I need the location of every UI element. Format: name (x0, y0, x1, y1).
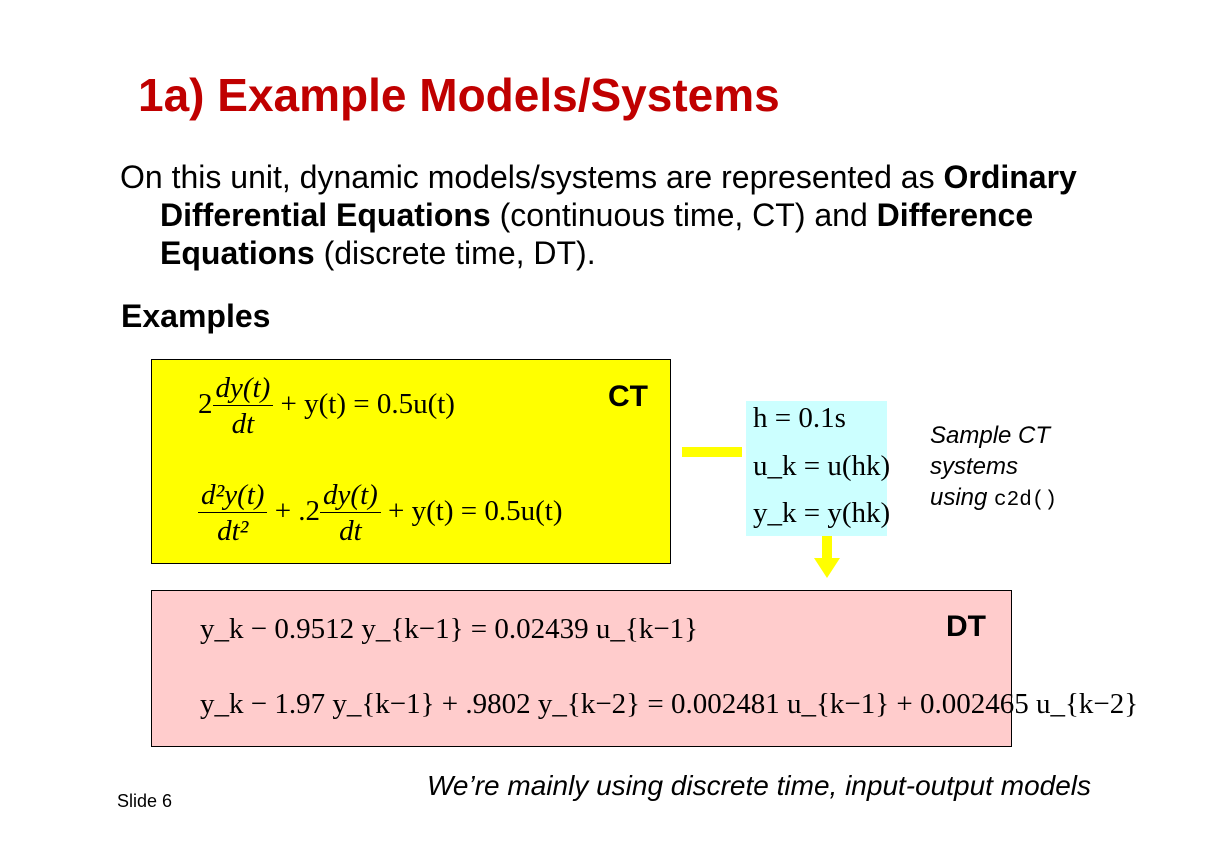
sampled-input-definition: u_k = u(hk) (753, 450, 891, 482)
ct-eq1-coefficient: 2 (198, 388, 213, 421)
ct-eq1-denominator: dt (231, 408, 255, 440)
ct-eq2-numerator-2: dy(t) (320, 478, 381, 513)
ct-label: CT (608, 380, 648, 413)
down-arrow-shaft (822, 536, 832, 560)
examples-heading: Examples (121, 298, 271, 334)
dt-equations-box (151, 590, 1012, 747)
slide-number: Slide 6 (117, 791, 173, 811)
ct-eq1-rest: + y(t) = 0.5u(t) (280, 388, 455, 421)
sample-note-line-3: using (930, 484, 995, 511)
ct-eq2-first-derivative: dy(t)dt (320, 478, 381, 549)
intro-paragraph: On this unit, dynamic models/systems are… (120, 158, 1140, 272)
footer-note: We’re mainly using discrete time, input-… (427, 770, 1092, 801)
ct-eq1-derivative: dy(t)dt (212, 371, 274, 442)
connector-bar (682, 447, 742, 457)
ct-eq2-mid: + .2 (274, 495, 321, 528)
ct-eq2-denominator-1: dt² (217, 515, 249, 547)
intro-text-2: (continuous time, CT) and (490, 197, 877, 233)
c2d-code: c2d() (994, 489, 1058, 512)
slide-title: 1a) Example Models/Systems (138, 69, 780, 121)
sample-note-line-1: Sample CT (930, 422, 1051, 449)
ct-eq2-denominator-2: dt (339, 515, 362, 547)
sampling-box (746, 401, 887, 536)
sampling-period: h = 0.1s (753, 402, 846, 434)
intro-text-1: On this unit, dynamic models/systems are… (120, 159, 944, 195)
down-arrow-icon (814, 558, 840, 578)
ct-eq2-second-derivative: d²y(t)dt² (198, 478, 268, 549)
sample-note-line-2: systems (930, 453, 1019, 480)
dt-equation-second-order: y_k − 1.97 y_{k−1} + .9802 y_{k−2} = 0.0… (200, 688, 1139, 720)
intro-de-term: Difference Equations (160, 197, 1034, 271)
sampled-output-definition: y_k = y(hk) (753, 497, 891, 529)
intro-ode-term: Ordinary Differential Equations (160, 159, 1077, 233)
ct-eq2-numerator-1: d²y(t) (198, 478, 268, 513)
intro-text-3: (discrete time, DT). (314, 235, 596, 271)
ct-equations-box (151, 359, 671, 564)
ct-eq2-rest: + y(t) = 0.5u(t) (388, 495, 563, 528)
ct-eq1-numerator: dy(t) (212, 371, 274, 406)
dt-equation-first-order: y_k − 0.9512 y_{k−1} = 0.02439 u_{k−1} (200, 613, 699, 645)
dt-label: DT (946, 610, 986, 643)
sample-note: Sample CT systems using c2d() (930, 420, 1057, 516)
